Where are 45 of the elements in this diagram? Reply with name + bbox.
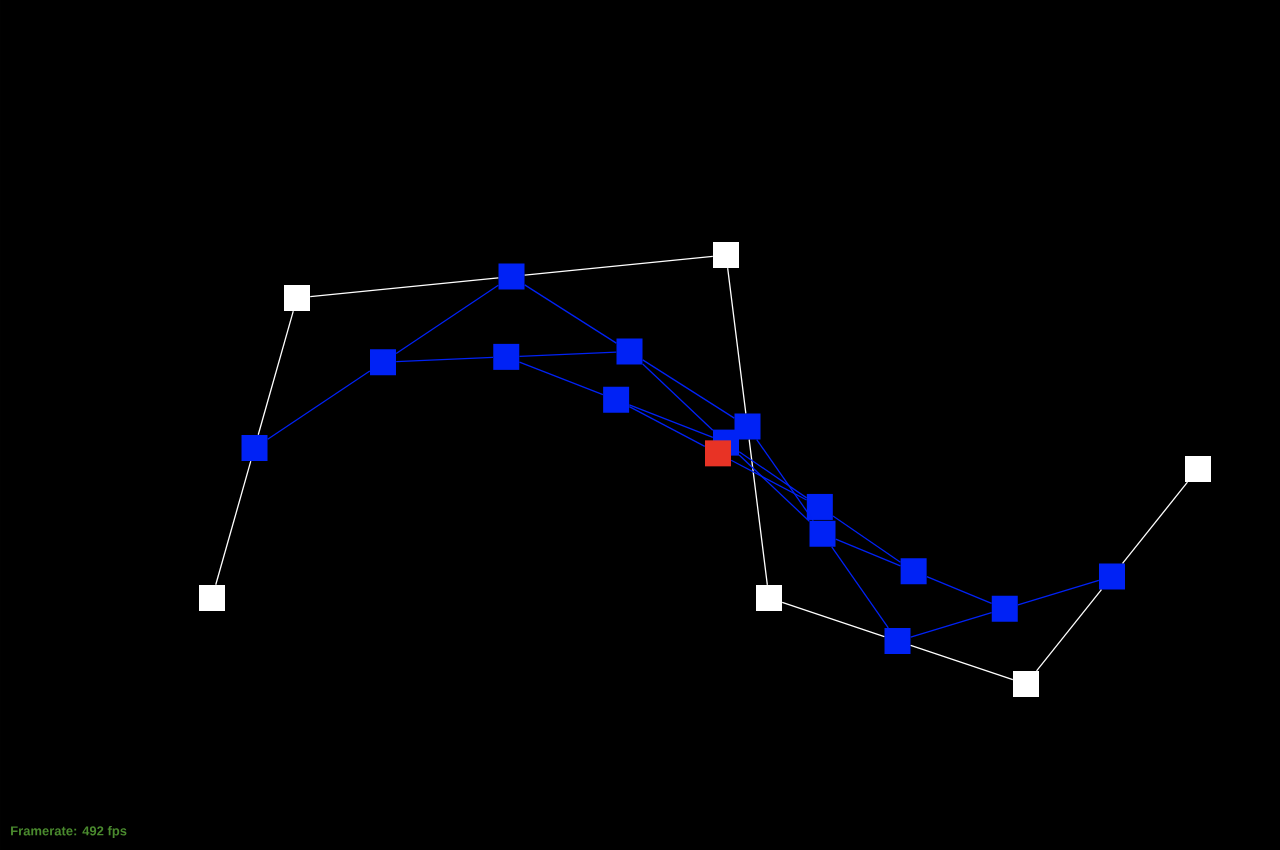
square-marker — [1013, 671, 1039, 697]
square-marker — [284, 285, 310, 311]
line-segment — [727, 267, 747, 414]
line-segment — [628, 406, 706, 448]
line-segment — [730, 459, 808, 501]
line-segment — [524, 284, 617, 344]
line-segment — [738, 451, 808, 499]
line-segment — [831, 546, 889, 629]
line-segment — [910, 644, 1014, 681]
line-segment — [781, 601, 885, 638]
line-segment — [257, 310, 294, 436]
line-segment — [832, 515, 902, 563]
square-marker — [756, 585, 782, 611]
framerate-text: Framerate: 492 fps — [11, 825, 127, 839]
line-segment — [835, 538, 902, 567]
line-segment — [395, 356, 494, 363]
square-marker — [900, 558, 927, 585]
line-segment — [926, 576, 993, 604]
line-segment — [642, 359, 735, 419]
square-marker — [1099, 563, 1125, 590]
square-marker — [603, 386, 630, 413]
square-marker — [616, 338, 643, 365]
line-segment — [524, 255, 714, 276]
square-marker — [705, 440, 731, 467]
square-marker — [713, 242, 739, 268]
line-segment — [748, 439, 768, 586]
line-segment — [1121, 481, 1189, 564]
square-marker — [498, 263, 525, 290]
line-segment — [642, 363, 714, 431]
line-segment — [628, 404, 714, 439]
line-segment — [910, 612, 993, 638]
line-segment — [518, 351, 617, 357]
line-segment — [395, 284, 499, 355]
square-marker — [370, 349, 396, 376]
line-segment — [738, 454, 810, 522]
line-segment — [267, 370, 371, 440]
square-marker — [199, 585, 225, 611]
line-segment — [518, 361, 604, 396]
line-segment — [1035, 589, 1103, 672]
line-segment — [215, 460, 252, 586]
square-marker — [493, 343, 520, 370]
line-segment — [1017, 579, 1100, 606]
line-segment — [309, 277, 499, 298]
line-segment — [756, 439, 814, 522]
square-marker — [1185, 456, 1211, 482]
